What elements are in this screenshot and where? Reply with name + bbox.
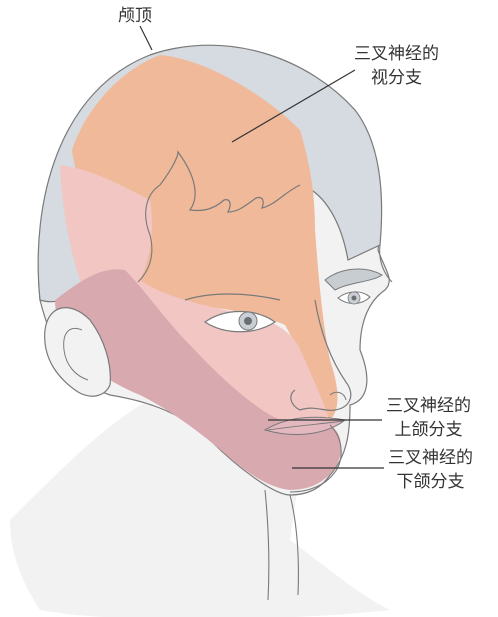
label-maxillary-branch: 三叉神经的 上颌分支 (386, 394, 471, 442)
nose (290, 299, 352, 411)
label-ophthalmic-line1: 三叉神经的 (354, 44, 439, 64)
jaw-line (289, 424, 342, 493)
neck-shoulder (10, 400, 390, 617)
mouth-line (267, 420, 345, 431)
label-maxillary-line1: 三叉神经的 (386, 396, 471, 416)
right-eyebrow (324, 268, 383, 291)
mandibular-zone (55, 269, 342, 490)
ophthalmic-zone (72, 55, 338, 420)
leader-ophthalmic (231, 69, 356, 143)
hairline-curl (159, 150, 301, 213)
label-mandibular-line2: 下颌分支 (396, 472, 465, 492)
nostril (329, 391, 347, 401)
left-pupil (244, 317, 252, 325)
ear-inner (63, 327, 89, 381)
right-pupil (351, 295, 357, 301)
left-eyebrow (184, 293, 281, 301)
maxillary-zone (60, 165, 328, 433)
label-maxillary-line2: 上颌分支 (394, 420, 463, 440)
label-ophthalmic-line2: 视分支 (371, 68, 422, 88)
label-mandibular-line1: 三叉神经的 (388, 448, 473, 468)
label-mandibular-branch: 三叉神经的 下颌分支 (388, 446, 473, 494)
ear (44, 307, 111, 397)
label-vertex: 颅顶 (118, 6, 152, 26)
cheek-line (379, 244, 393, 283)
neck-left-line (264, 489, 270, 601)
neck-right-line (289, 494, 299, 596)
leader-vertex (139, 25, 153, 51)
temple-line (137, 184, 161, 283)
label-ophthalmic-branch: 三叉神经的 视分支 (354, 42, 439, 90)
